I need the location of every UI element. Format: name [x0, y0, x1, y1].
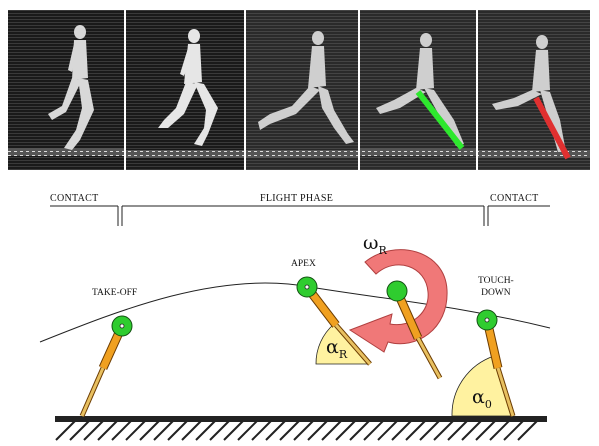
flight-phase-label: FLIGHT PHASE — [260, 193, 334, 204]
omega-r-symbol: ω — [363, 232, 379, 254]
alpha-0-subscript: 0 — [484, 398, 492, 411]
alpha-0-symbol: α — [472, 386, 485, 408]
take-off-label: TAKE-OFF — [92, 288, 138, 298]
contact-right-label: CONTACT — [490, 193, 539, 204]
contact-left-label: CONTACT — [50, 193, 99, 204]
phase-bracket — [50, 205, 550, 226]
photo-strip — [8, 10, 590, 170]
omega-r-label: ωR — [363, 232, 387, 257]
photo-frame-2 — [126, 10, 244, 170]
alpha-0-label: α0 — [472, 386, 492, 411]
photo-frame-5 — [478, 10, 590, 170]
touch-down-node — [476, 309, 498, 331]
take-off-leg — [79, 324, 127, 418]
touch-down-label-line1: TOUCH- — [478, 276, 514, 286]
rotation-arrow — [348, 249, 448, 353]
rotating-node — [386, 280, 408, 302]
omega-r-subscript: R — [378, 244, 387, 257]
touch-down-label-line2: DOWN — [481, 288, 511, 298]
alpha-r-subscript: R — [338, 348, 348, 361]
apex-node — [296, 276, 318, 298]
alpha-r-symbol: α — [326, 336, 339, 358]
photo-frame-3 — [246, 10, 358, 170]
photo-frame-4 — [360, 10, 476, 170]
photo-frame-1 — [8, 10, 124, 170]
ground — [55, 416, 547, 441]
take-off-node — [111, 315, 133, 337]
touch-down-label: TOUCH- DOWN — [478, 275, 514, 299]
alpha-r-label: αR — [326, 336, 348, 361]
apex-label: APEX — [291, 259, 316, 269]
runner-photo-sequence — [8, 10, 590, 170]
